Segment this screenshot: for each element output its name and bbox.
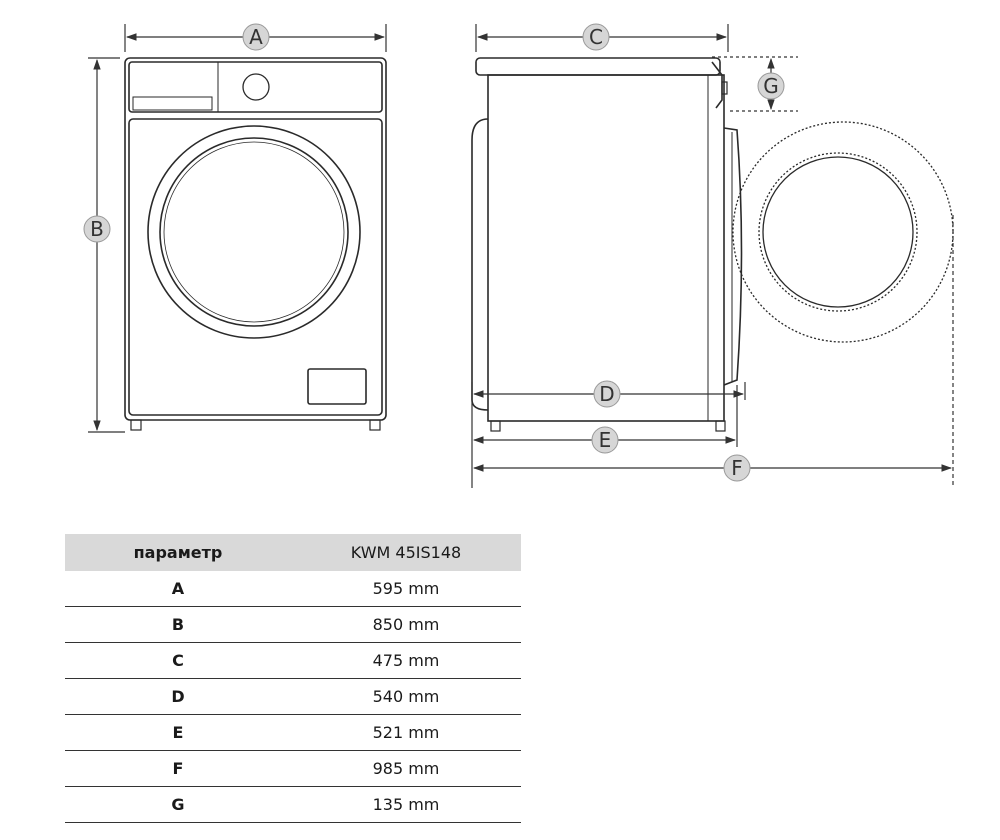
- side-back-panel: [471, 118, 489, 411]
- side-foot-front: [715, 420, 726, 432]
- table-row: A 595 mm: [65, 571, 521, 607]
- dimensions-table: параметр KWM 45IS148 A 595 mm B 850 mm C…: [65, 534, 521, 823]
- side-body: [487, 74, 725, 422]
- side-door-profile: [723, 127, 743, 386]
- value-cell: 985 mm: [291, 750, 521, 787]
- value-cell: 475 mm: [291, 642, 521, 679]
- side-view: [471, 57, 954, 432]
- table-row: E 521 mm: [65, 714, 521, 751]
- front-foot-left: [130, 419, 142, 431]
- dimension-label-f: F: [723, 454, 751, 482]
- front-body: [124, 57, 387, 421]
- dimension-lines: [88, 24, 954, 488]
- dimension-label-e: E: [591, 426, 619, 454]
- value-cell: 135 mm: [291, 786, 521, 823]
- param-cell: D: [65, 678, 291, 715]
- table-row: B 850 mm: [65, 606, 521, 643]
- side-top-lid: [475, 57, 721, 76]
- svg-text:A: A: [249, 25, 263, 49]
- header-model: KWM 45IS148: [291, 534, 521, 571]
- svg-text:E: E: [599, 428, 612, 452]
- table-row: D 540 mm: [65, 678, 521, 715]
- param-cell: A: [65, 571, 291, 607]
- value-cell: 850 mm: [291, 606, 521, 643]
- front-door-panel: [128, 118, 383, 416]
- washing-machine-dimension-diagram: A B C G D E F: [83, 23, 954, 488]
- header-param: параметр: [65, 534, 291, 571]
- open-door-glass: [762, 156, 914, 308]
- param-cell: F: [65, 750, 291, 787]
- svg-text:C: C: [589, 25, 603, 49]
- svg-text:B: B: [90, 217, 104, 241]
- table-row: G 135 mm: [65, 786, 521, 823]
- value-cell: 595 mm: [291, 571, 521, 607]
- param-cell: B: [65, 606, 291, 643]
- dimension-label-d: D: [593, 380, 621, 408]
- door-outer-ring: [147, 125, 361, 339]
- door-glass: [159, 137, 349, 327]
- param-cell: G: [65, 786, 291, 823]
- svg-text:G: G: [763, 74, 779, 98]
- dimension-label-a: A: [242, 23, 270, 51]
- open-door-inner: [758, 152, 918, 312]
- value-cell: 540 mm: [291, 678, 521, 715]
- detergent-drawer: [132, 96, 213, 111]
- service-hatch: [307, 368, 367, 405]
- param-cell: C: [65, 642, 291, 679]
- table-header-row: параметр KWM 45IS148: [65, 534, 521, 571]
- front-view: [124, 57, 387, 431]
- program-knob: [242, 73, 270, 101]
- table-row: C 475 mm: [65, 642, 521, 679]
- open-door-outer: [732, 121, 954, 343]
- param-cell: E: [65, 714, 291, 751]
- table-row: F 985 mm: [65, 750, 521, 787]
- dimension-label-g: G: [757, 72, 785, 100]
- svg-text:D: D: [599, 382, 614, 406]
- side-foot-back: [490, 420, 501, 432]
- value-cell: 521 mm: [291, 714, 521, 751]
- front-foot-right: [369, 419, 381, 431]
- control-panel: [128, 61, 383, 113]
- svg-text:F: F: [731, 456, 743, 480]
- dimension-label-c: C: [582, 23, 610, 51]
- dimension-label-b: B: [83, 215, 111, 243]
